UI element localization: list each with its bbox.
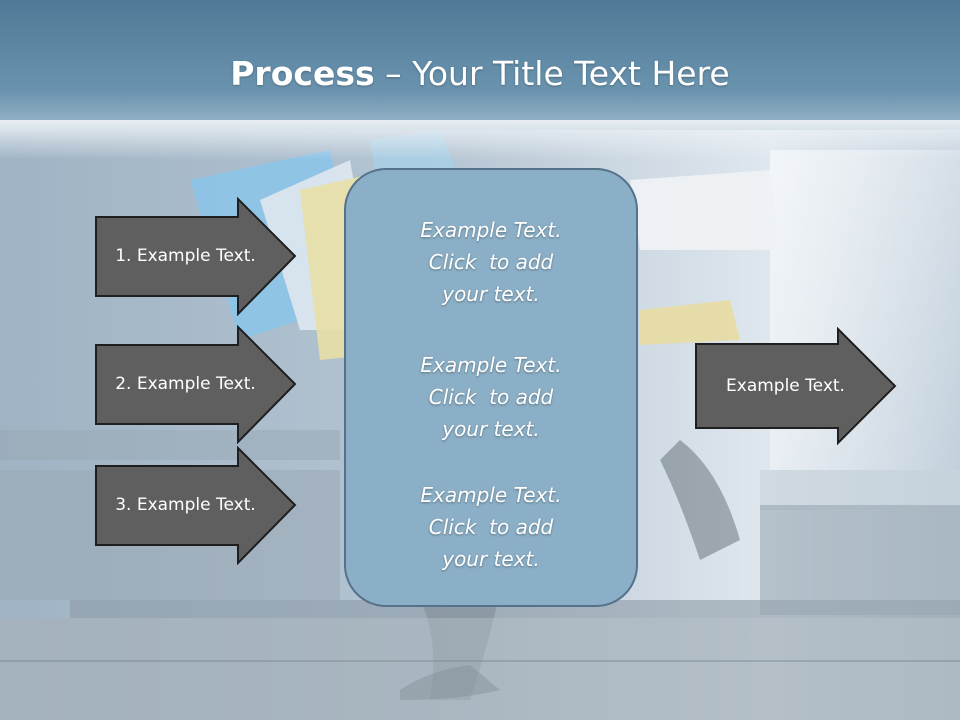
arrow-shape — [95, 446, 297, 565]
arrow-shape — [95, 325, 297, 444]
result-arrow[interactable]: Example Text. — [694, 327, 899, 446]
block-line: Click to add — [428, 385, 554, 409]
arrow-shape — [695, 327, 897, 446]
step-arrow-3[interactable]: 3. Example Text. — [94, 446, 299, 565]
center-text-block-1: Example Text. Click to add your text. — [346, 214, 636, 310]
center-text-block-2: Example Text. Click to add your text. — [346, 349, 636, 445]
step-arrow-1[interactable]: 1. Example Text. — [94, 197, 299, 316]
title-bold: Process — [230, 54, 375, 93]
arrow-shape — [95, 197, 297, 316]
step-1-label: 1. Example Text. — [115, 246, 256, 266]
block-line: Click to add — [428, 515, 554, 539]
slide-title[interactable]: Process – Your Title Text Here — [0, 52, 960, 96]
center-text-box[interactable]: Example Text. Click to add your text. Ex… — [344, 168, 638, 607]
step-3-label: 3. Example Text. — [115, 495, 256, 515]
result-label: Example Text. — [726, 376, 845, 396]
block-line: your text. — [442, 547, 540, 571]
step-arrow-2[interactable]: 2. Example Text. — [94, 325, 299, 444]
step-2-label: 2. Example Text. — [115, 374, 256, 394]
block-line: your text. — [442, 417, 540, 441]
title-dash: – — [374, 54, 413, 93]
block-line: Example Text. — [420, 353, 562, 377]
center-text-block-3: Example Text. Click to add your text. — [346, 479, 636, 575]
block-line: Example Text. — [420, 483, 562, 507]
block-line: Example Text. — [420, 218, 562, 242]
title-rest: Your Title Text Here — [412, 54, 730, 93]
block-line: Click to add — [428, 250, 554, 274]
block-line: your text. — [442, 282, 540, 306]
